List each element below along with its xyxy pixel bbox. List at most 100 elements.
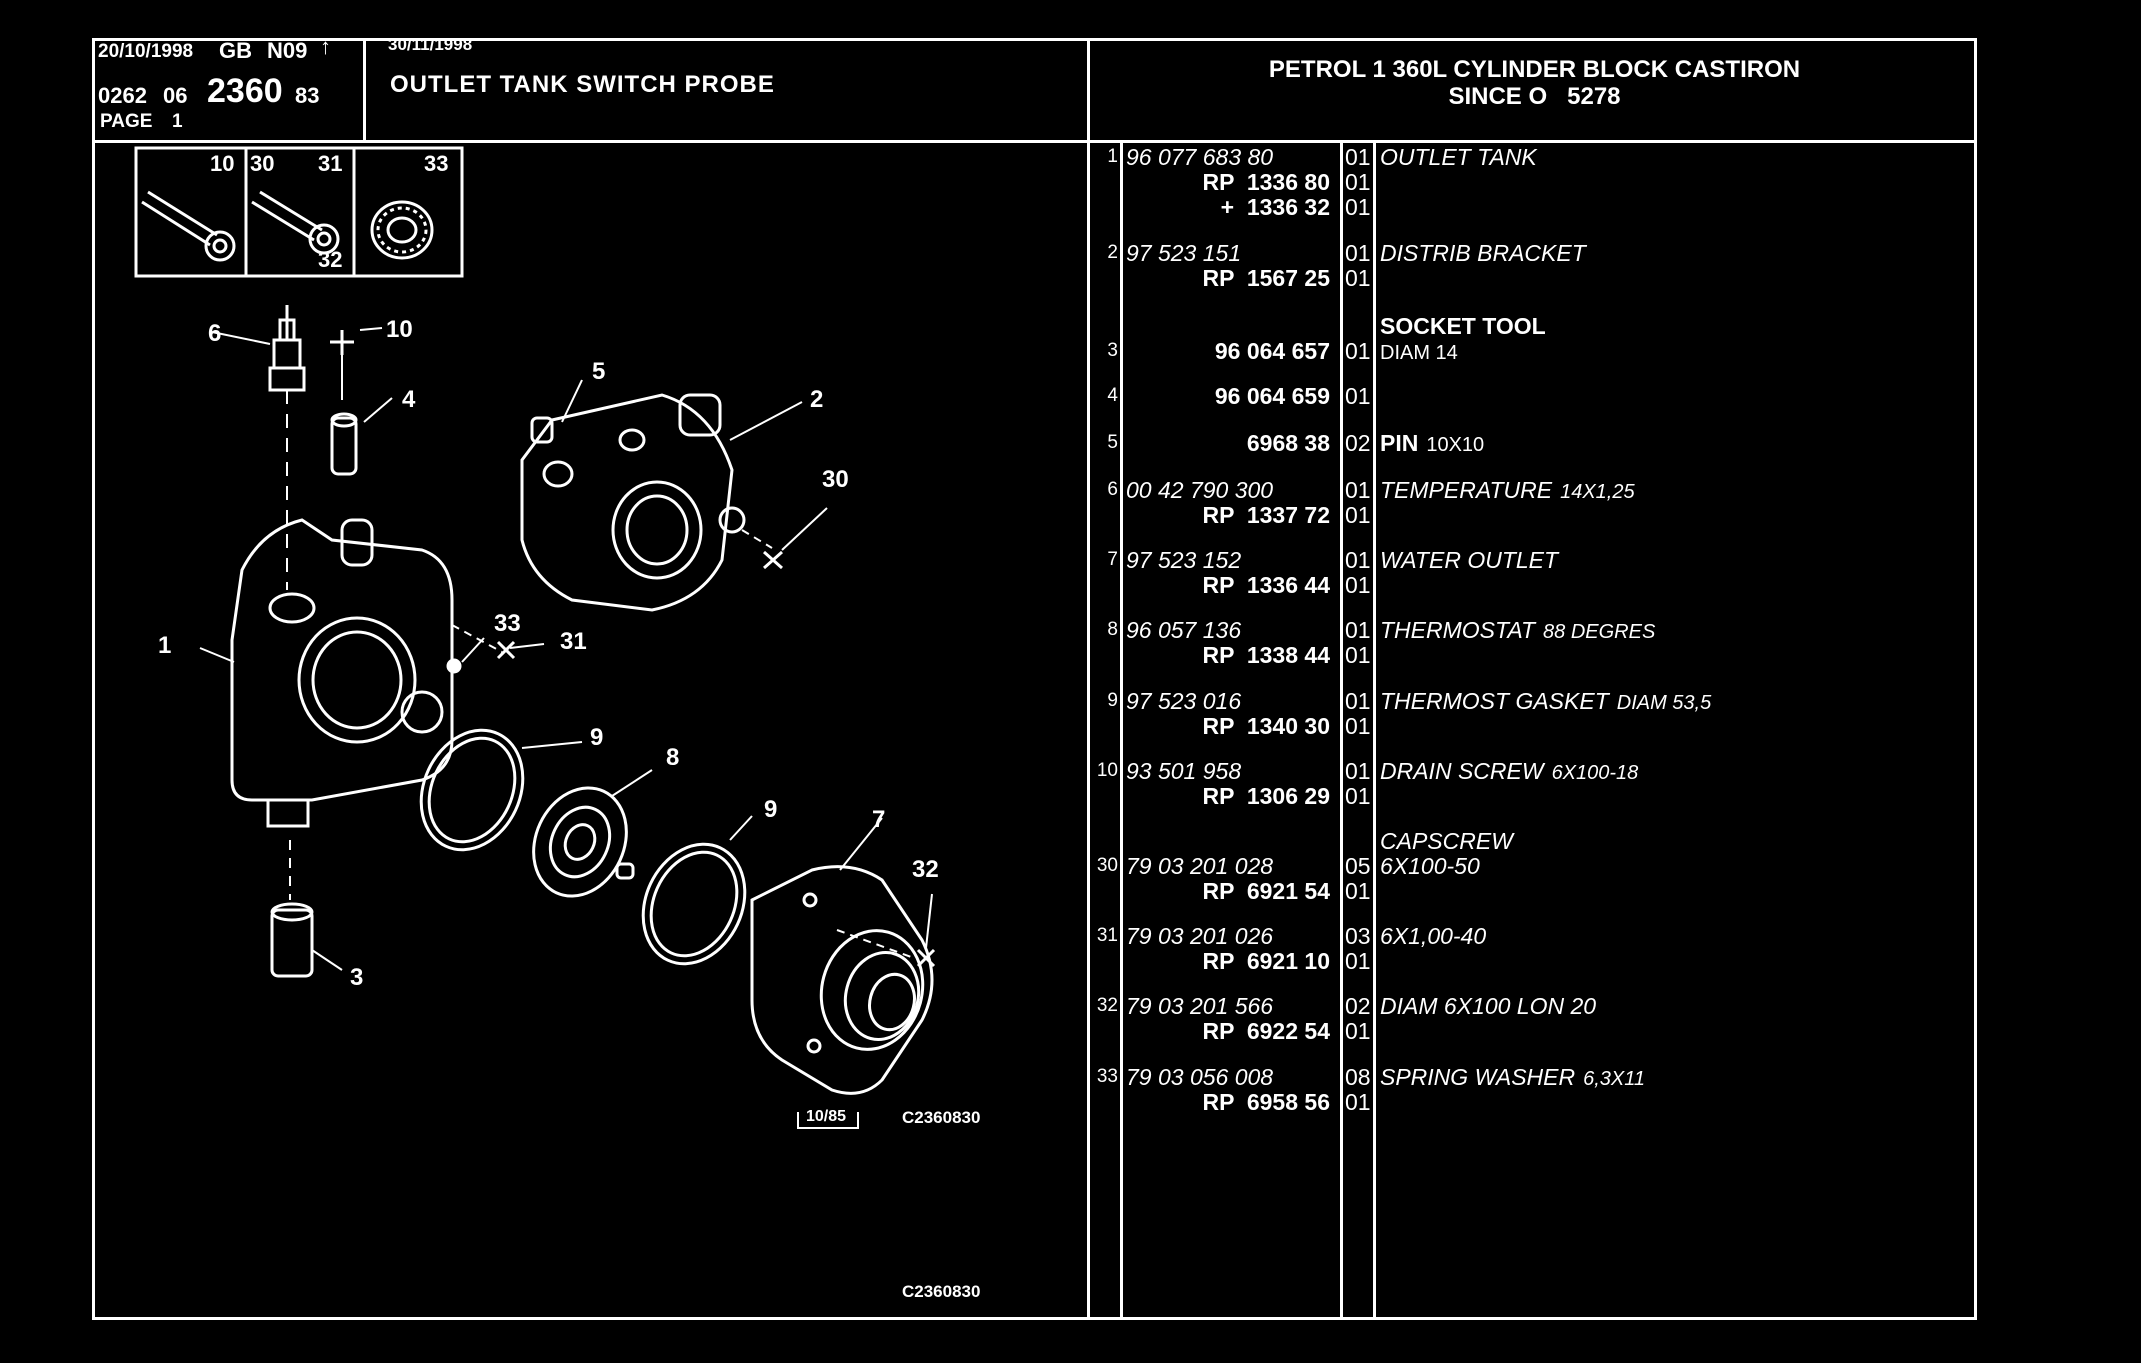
block-title-line-1: PETROL 1 360L CYLINDER BLOCK CASTIRON: [1268, 56, 1801, 83]
part-reference: 79 03 201 026: [1126, 923, 1274, 949]
main-vdivider: [1087, 38, 1090, 1320]
part-description-size: 10X10: [1426, 434, 1485, 456]
part-quantity: 01: [1345, 948, 1371, 974]
part-reference: + 1336 32: [1220, 194, 1330, 220]
callout-2: 2: [810, 386, 824, 413]
part-description-main: DISTRIB BRACKET: [1380, 240, 1586, 266]
callout-4: 4: [402, 386, 416, 413]
screw-30-marker: [763, 550, 783, 570]
legend-label-33: 33: [424, 151, 449, 176]
callout-6: 6: [208, 320, 222, 347]
part-quantity: 01: [1345, 642, 1371, 668]
part-quantity: 01: [1345, 169, 1371, 195]
part-description: DIAM 14: [1380, 338, 1458, 366]
callout-3: 3: [350, 964, 364, 991]
part-quantity: 01: [1345, 878, 1371, 904]
part-reference: 96 077 683 80: [1126, 144, 1274, 170]
part-description-size: 6,3X11: [1583, 1068, 1646, 1090]
part-quantity: 01: [1345, 194, 1371, 220]
part-quantity: 08: [1345, 1064, 1371, 1090]
part-description: DISTRIB BRACKET: [1380, 240, 1586, 266]
bolt-icon: [141, 190, 236, 262]
callout-1: 1: [158, 632, 172, 659]
callout-33: 33: [494, 610, 521, 637]
part-number: 7: [1107, 549, 1118, 570]
part-description-main: PIN: [1380, 430, 1419, 456]
part-reference: RP 1338 44: [1202, 642, 1330, 668]
part-description: CAPSCREW: [1380, 828, 1513, 854]
header-date-2: 30/11/1998: [388, 35, 473, 54]
header-arrow-icon: ↑: [320, 34, 331, 59]
part-9-gasket-a: [419, 728, 525, 852]
part-reference: RP 6958 56: [1202, 1089, 1330, 1115]
part-description-size: 6X100-18: [1551, 762, 1639, 784]
header-ref-b: 06: [163, 83, 188, 108]
part-description-size: DIAM 53,5: [1616, 692, 1712, 714]
legend-label-30: 30: [250, 151, 275, 176]
part-5-pin: [530, 416, 554, 444]
part-reference: RP 6921 54: [1202, 878, 1330, 904]
part-reference: RP 1306 29: [1202, 783, 1330, 809]
washer-33-marker: [446, 658, 462, 674]
part-description-main: SPRING WASHER: [1380, 1064, 1576, 1090]
part-description: OUTLET TANK: [1380, 144, 1537, 170]
qty-col-right-divider: [1373, 140, 1376, 1320]
group-title: OUTLET TANK SWITCH PROBE: [390, 71, 775, 98]
part-quantity: 01: [1345, 713, 1371, 739]
part-reference: 96 064 657: [1214, 338, 1330, 364]
part-quantity: 01: [1345, 383, 1371, 409]
callout-9a: 9: [590, 724, 604, 751]
header-ref-a: 0262: [98, 83, 147, 108]
legend-box-3: [352, 146, 464, 278]
diagram-code-1: C2360830: [902, 1108, 981, 1127]
part-description: 6X100-50: [1380, 853, 1480, 879]
part-quantity: 01: [1345, 572, 1371, 598]
part-reference: 6968 38: [1246, 430, 1330, 456]
part-quantity: 01: [1345, 144, 1371, 170]
header-ref-main: 2360: [207, 72, 283, 110]
part-reference: RP 1337 72: [1202, 502, 1330, 528]
part-description-main: THERMOST GASKET: [1380, 688, 1609, 714]
part-quantity: 01: [1345, 547, 1371, 573]
part-quantity: 01: [1345, 617, 1371, 643]
part-reference: 96 057 136: [1126, 617, 1242, 643]
part-number: 4: [1107, 385, 1118, 406]
part-reference: 97 523 016: [1126, 688, 1242, 714]
part-number: 6: [1107, 479, 1118, 500]
part-quantity: 02: [1345, 993, 1371, 1019]
part-number: 31: [1096, 925, 1118, 946]
part-description-main: WATER OUTLET: [1380, 547, 1559, 573]
num-col-divider: [1120, 140, 1123, 1320]
bolt-icon: [251, 190, 340, 255]
part-description-main: OUTLET TANK: [1380, 144, 1537, 170]
part-quantity: 01: [1345, 477, 1371, 503]
exploded-diagram: [134, 146, 936, 1129]
legend-label-31: 31: [318, 151, 343, 176]
part-reference: 97 523 151: [1126, 240, 1242, 266]
part-reference: 96 064 659: [1214, 383, 1330, 409]
part-quantity: 05: [1345, 853, 1371, 879]
leader-lines: [199, 327, 933, 971]
part-description-main: TEMPERATURE: [1380, 477, 1553, 503]
part-description-size: 88 DEGRES: [1543, 621, 1656, 643]
spring-washer-icon: [370, 200, 434, 260]
header-date-1: 20/10/1998: [98, 41, 194, 62]
part-quantity: 01: [1345, 1018, 1371, 1044]
callout-9b: 9: [764, 796, 778, 823]
part-6-temperature-switch: [268, 305, 306, 590]
part-reference: 79 03 056 008: [1126, 1064, 1274, 1090]
part-description-main: 6X1,00-40: [1380, 923, 1487, 949]
part-1-outlet-tank: [230, 518, 454, 900]
diagram-small-ref: 10/85: [806, 1108, 847, 1125]
part-9-gasket-b: [641, 842, 747, 966]
part-description-main: DIAM 14: [1380, 342, 1458, 364]
part-7-water-outlet: [750, 865, 936, 1095]
part-quantity: 01: [1345, 338, 1371, 364]
header-divider: [92, 140, 1977, 143]
block-title-line-2: SINCE O 5278: [1448, 83, 1621, 110]
callout-7: 7: [872, 806, 886, 833]
callout-31: 31: [560, 628, 587, 655]
part-number: 32: [1096, 995, 1118, 1016]
